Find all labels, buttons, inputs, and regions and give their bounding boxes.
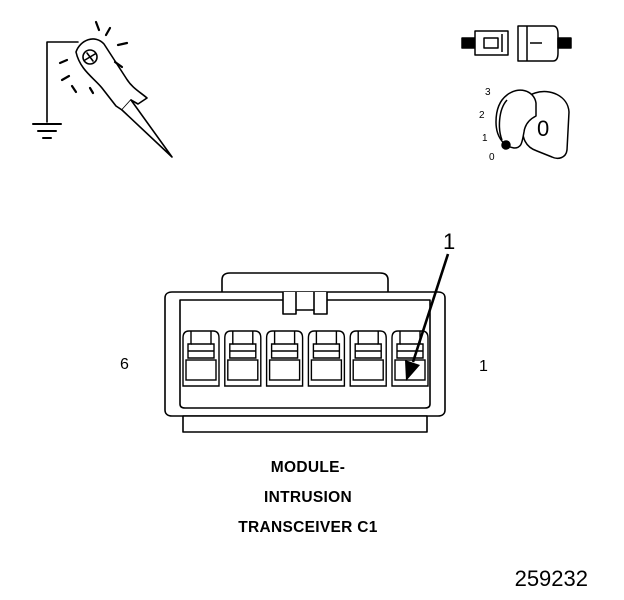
terminal-cavity: [307, 330, 346, 387]
terminal-cavity: [182, 330, 220, 387]
terminal-cavity: [265, 330, 304, 387]
terminal-cavities: [182, 330, 429, 387]
ignition-position-2: 2: [479, 110, 485, 121]
caption-line-3: TRANSCEIVER C1: [238, 519, 378, 536]
terminal-cavity: [349, 330, 387, 387]
connector-disconnect-icon: [461, 25, 572, 62]
caption-line-1: MODULE-: [270, 459, 346, 476]
ignition-position-0: 0: [489, 152, 495, 163]
ignition-key-icon: [495, 89, 570, 160]
terminal-cavity: [391, 330, 429, 387]
callout-arrow: [405, 253, 450, 381]
ignition-key-label: 0: [537, 116, 550, 141]
terminal-cavity: [224, 330, 262, 387]
pin-label-left: 6: [120, 356, 129, 373]
ignition-position-3: 3: [485, 87, 491, 98]
caption-line-2: INTRUSION: [264, 489, 352, 506]
document-number: 259232: [514, 566, 588, 591]
callout-label: 1: [443, 229, 456, 254]
test-probe-icon: [32, 38, 173, 158]
light-rays-icon: [58, 20, 129, 95]
ignition-position-1: 1: [482, 133, 488, 144]
pin-label-right: 1: [479, 358, 488, 375]
